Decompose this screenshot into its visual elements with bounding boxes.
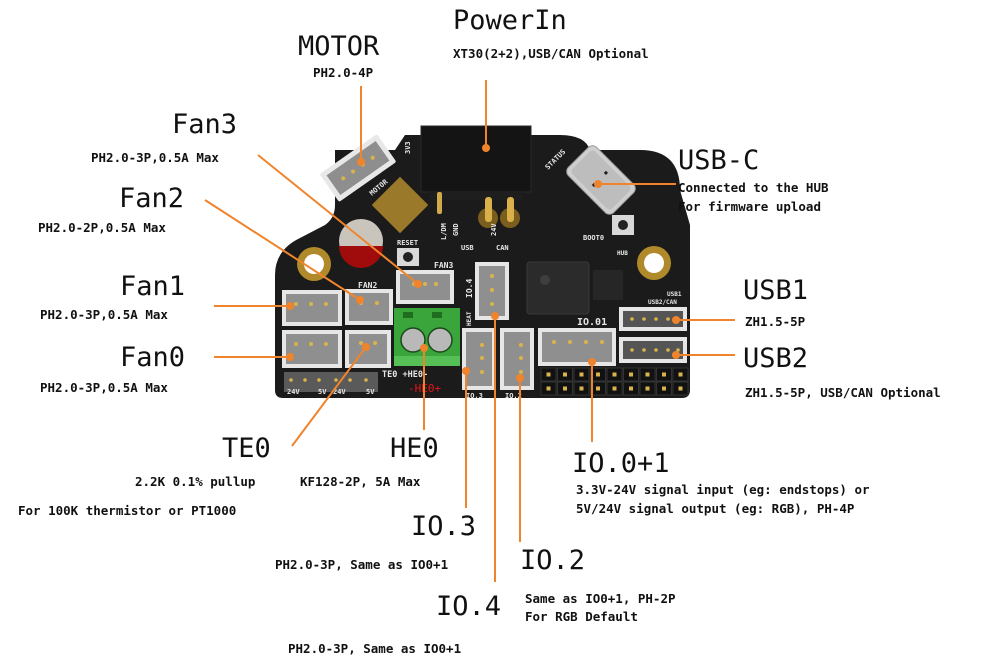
usb2-title: USB2: [743, 343, 809, 374]
motor-desc: PH2.0-4P: [313, 65, 374, 80]
silk-fan3: FAN3: [434, 261, 453, 270]
silk-fan2: FAN2: [358, 281, 377, 290]
fan0-connector: [282, 330, 342, 368]
usb1-title: USB1: [743, 275, 809, 306]
fan1-connector: [282, 290, 342, 326]
io2-desc-1: Same as IO0+1, PH-2P: [525, 591, 676, 606]
mounting-hole-left: [297, 247, 331, 281]
header-pin-contact: [612, 386, 617, 391]
io01-desc-2: 5V/24V signal output (eg: RGB), PH-4P: [576, 501, 855, 516]
fan1-title: Fan1: [120, 271, 186, 302]
silk-io2: IO.2: [505, 392, 522, 400]
silk-usb1: USB1: [667, 291, 682, 298]
fan2-desc: PH2.0-2P,0.5A Max: [38, 220, 166, 235]
mounting-hole-right: [637, 246, 671, 280]
pin-header-grid: [540, 367, 689, 396]
boot0-button: [612, 215, 634, 235]
he0-polarity-label: -HE0+: [408, 382, 441, 395]
mcu-chip: [526, 261, 590, 315]
fan1-desc: PH2.0-3P,0.5A Max: [40, 307, 168, 322]
header-pin-contact: [645, 386, 650, 391]
header-pin-contact: [629, 372, 633, 377]
powerin-title: PowerIn: [453, 5, 567, 36]
silk-reset: RESET: [397, 239, 418, 247]
header-pin-contact: [662, 372, 666, 377]
io4-title: IO.4: [436, 591, 502, 622]
io3-title: IO.3: [411, 511, 477, 542]
io2-desc-2: For RGB Default: [525, 609, 638, 624]
header-pin-contact: [662, 386, 666, 391]
motor-title: MOTOR: [298, 31, 380, 62]
header-pin-contact: [612, 372, 617, 377]
fan3-connector: [396, 270, 454, 304]
header-pin-contact: [546, 386, 551, 391]
io01-title: IO.0+1: [572, 448, 670, 479]
header-pin-contact: [563, 372, 567, 377]
io2-title: IO.2: [520, 545, 586, 576]
silk-5v-a: 5V: [318, 388, 327, 396]
te0-connector: [345, 330, 391, 368]
silk-24v-b: 24V: [333, 388, 346, 396]
usb1-connector: [619, 307, 687, 331]
capacitor: [339, 219, 383, 268]
reset-button: [397, 248, 419, 266]
io4-desc: PH2.0-3P, Same as IO0+1: [288, 641, 462, 656]
fan0-desc: PH2.0-3P,0.5A Max: [40, 380, 168, 395]
silk-5v-b: 5V: [366, 388, 375, 396]
header-pin-contact: [596, 386, 600, 391]
he0-terminal-block: [394, 308, 460, 366]
silk-ldm: L/DM: [440, 223, 448, 240]
io3-connector: [462, 328, 496, 390]
header-pin-contact: [645, 372, 650, 377]
te0-title: TE0: [222, 433, 271, 464]
usb1-desc: ZH1.5-5P: [745, 314, 806, 329]
usb2-connector: [619, 337, 687, 363]
silk-io4: IO.4: [465, 279, 474, 298]
silk-24v: 24V: [490, 223, 498, 236]
io2-connector: [500, 328, 534, 390]
fan3-title: Fan3: [172, 109, 238, 140]
header-pin-contact: [678, 386, 683, 391]
fan0-title: Fan0: [120, 342, 186, 373]
silk-hub: HUB: [617, 250, 628, 257]
silk-boot0: BOOT0: [583, 234, 604, 242]
he0-title: HE0: [390, 433, 439, 464]
fan2-connector: [345, 289, 393, 325]
silk-usb: USB: [461, 244, 474, 252]
hub-chip: [593, 270, 623, 300]
header-pin-contact: [579, 386, 584, 391]
te0-desc-2: For 100K thermistor or PT1000: [18, 503, 237, 518]
io01-connector: [538, 328, 616, 366]
io4-connector: [475, 262, 509, 320]
header-pin-contact: [629, 386, 633, 391]
xt30-connector: [420, 125, 532, 228]
header-pin-contact: [678, 372, 683, 377]
silk-te0-he0: TE0 +HE0-: [382, 370, 428, 380]
fan3-desc: PH2.0-3P,0.5A Max: [91, 150, 219, 165]
usbc-desc-1: Connected to the HUB: [678, 180, 829, 195]
io3-desc: PH2.0-3P, Same as IO0+1: [275, 557, 449, 572]
fan2-title: Fan2: [119, 183, 185, 214]
silk-io3: IO.3: [466, 392, 483, 400]
usb2-desc: ZH1.5-5P, USB/CAN Optional: [745, 385, 941, 400]
silk-usb2can: USB2/CAN: [648, 299, 677, 306]
usbc-title: USB-C: [678, 145, 760, 176]
header-pin-contact: [596, 372, 600, 377]
header-pin-contact: [563, 386, 567, 391]
silk-heat: HEAT: [466, 311, 473, 326]
silk-3v3: 3V3: [404, 141, 412, 154]
te0-desc-1: 2.2K 0.1% pullup: [135, 474, 256, 489]
usbc-desc-2: For firmware upload: [678, 199, 821, 214]
silk-io01: IO.01: [577, 317, 607, 328]
silk-24v-a: 24V: [287, 388, 300, 396]
he0-desc: KF128-2P, 5A Max: [300, 474, 421, 489]
powerin-desc: XT30(2+2),USB/CAN Optional: [453, 46, 649, 61]
header-pin-contact: [546, 372, 551, 377]
silk-gnd: GND: [452, 223, 460, 236]
header-pin-contact: [579, 372, 584, 377]
io01-desc-1: 3.3V-24V signal input (eg: endstops) or: [576, 482, 870, 497]
silk-can: CAN: [496, 244, 509, 252]
